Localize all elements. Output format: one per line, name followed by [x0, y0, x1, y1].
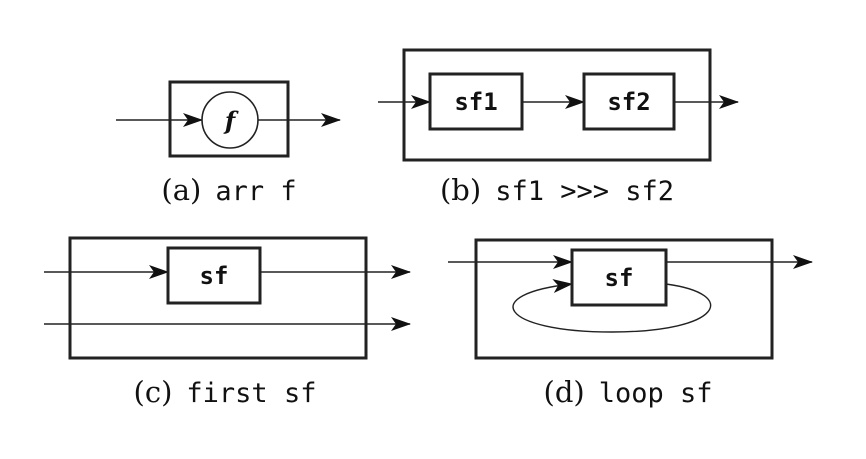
- panel-d-node-sf: [570, 248, 668, 307]
- panel-b-node-sf1-label: sf1: [454, 88, 497, 116]
- panel-c-caption-code: first sf: [186, 378, 316, 409]
- panel-c-caption-letter: (c): [134, 375, 173, 409]
- panel-a-caption-letter: (a): [161, 173, 201, 207]
- panel-b: sf1 sf2 (b) sf1 >>> sf2: [378, 48, 739, 207]
- panel-a-function-label: f: [223, 106, 239, 135]
- panel-b-caption-letter: (b): [440, 173, 481, 207]
- panel-d-caption-letter: (d): [544, 375, 585, 409]
- panel-b-node-sf2-label: sf2: [607, 88, 650, 116]
- panel-d: sf (d) loop sf: [448, 238, 813, 409]
- panel-a-caption-code: arr f: [215, 176, 296, 207]
- panel-c-outer-box: [68, 236, 368, 360]
- panel-b-caption-code: sf1 >>> sf2: [495, 176, 674, 207]
- panel-d-caption-code: loop sf: [599, 378, 713, 409]
- panel-a-caption: (a) arr f: [161, 173, 296, 207]
- panel-d-caption: (d) loop sf: [544, 375, 713, 409]
- panel-d-feedback-loop: [512, 279, 712, 333]
- panel-c-node-sf: [166, 246, 262, 305]
- panel-b-caption: (b) sf1 >>> sf2: [440, 173, 674, 207]
- panel-a-outer-box: [168, 80, 290, 158]
- panel-c-node-sf-label: sf: [200, 262, 229, 290]
- panel-c: sf (c) first sf: [44, 236, 411, 409]
- panel-b-outer-box: [402, 48, 712, 162]
- panel-d-outer-box: [474, 238, 774, 360]
- panel-c-caption: (c) first sf: [134, 375, 317, 409]
- panel-a: f (a) arr f: [116, 80, 341, 207]
- panel-d-node-sf-label: sf: [605, 264, 634, 292]
